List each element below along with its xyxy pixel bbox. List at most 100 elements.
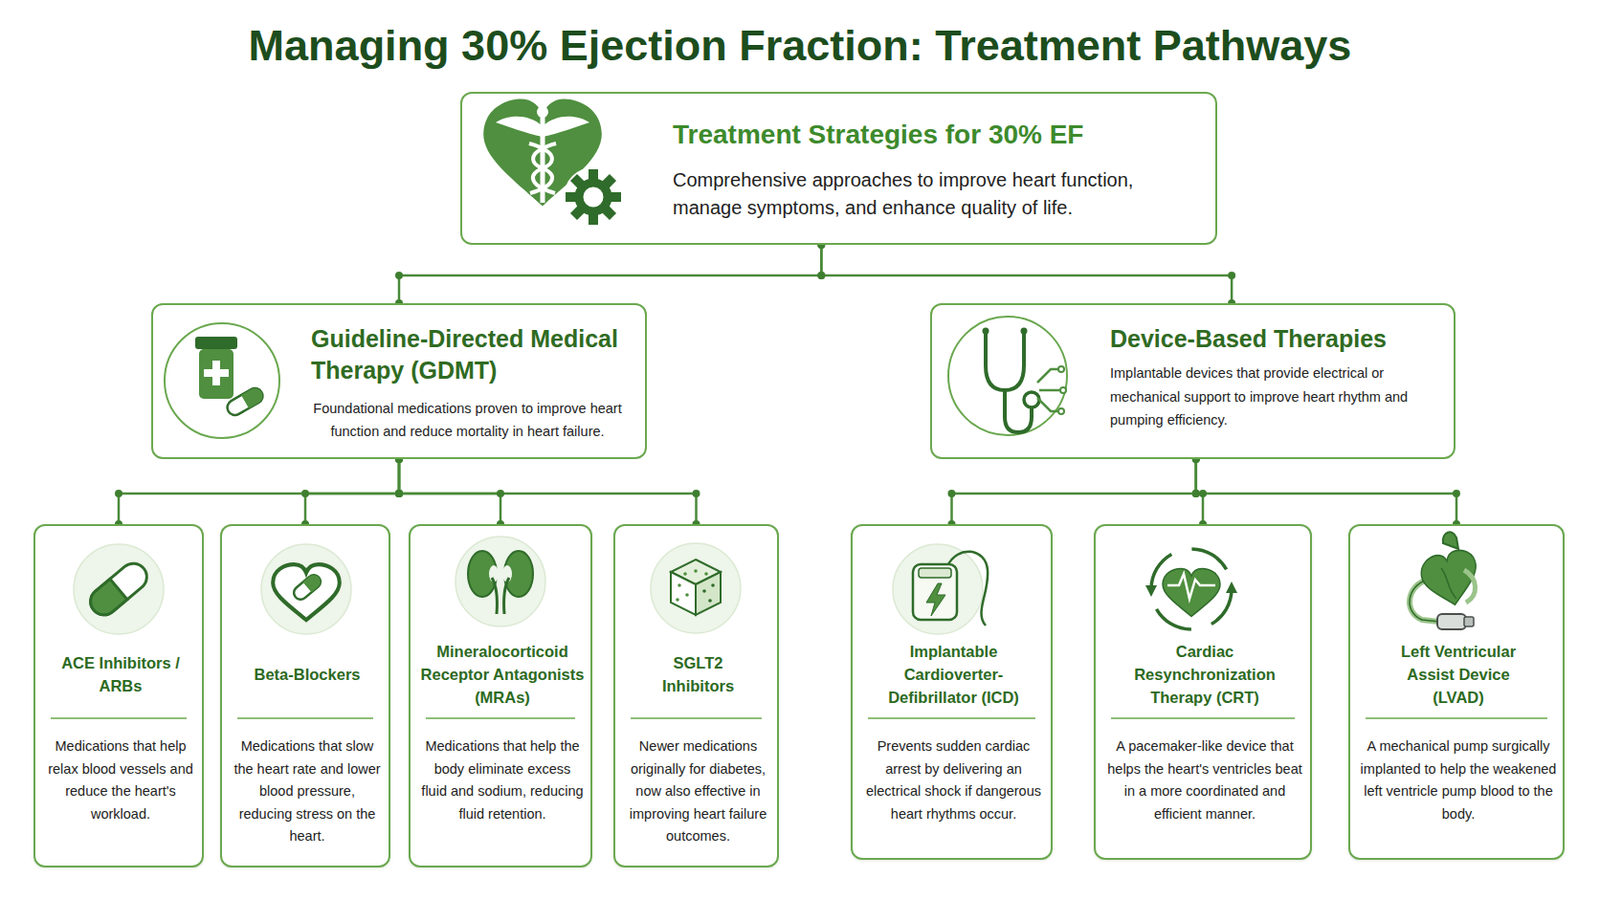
device-body [912,564,957,621]
pump-outlet [1464,617,1474,627]
node-description: Implantable devices that provide electri… [1110,361,1445,433]
capsule-outline [290,572,324,602]
cycle-arrow [1151,549,1232,630]
snake-line [529,143,556,194]
cube-dot [708,599,712,603]
stethoscope-tube [985,333,1024,391]
gear-tooth [607,192,622,202]
cycle-arrowhead [1225,581,1238,594]
capsule-shape [85,557,153,621]
cube-icon [650,543,741,634]
cube-face [670,559,721,585]
capsule-half [241,385,266,409]
treatment-card: Beta-BlockersMedications that slow the h… [220,524,391,868]
heart-outline [272,564,340,621]
junction-dot [1192,489,1200,498]
treatment-card: ACE Inhibitors / ARBsMedications that he… [33,524,204,868]
device-header [918,568,952,578]
cube-dot [675,598,680,602]
aorta-shape [1443,532,1459,550]
ear-tip [982,328,990,335]
icon-circle [73,544,164,635]
heart-pill-icon [261,544,352,635]
ureter-line [491,577,510,615]
gear-tooth [600,174,617,191]
node-heading: Beta-Blockers [233,637,381,712]
tree-connector [399,459,697,525]
junction-dot [301,489,310,498]
gear-ring [578,182,608,212]
stethoscope-icon [948,316,1067,436]
divider-line [1365,717,1548,720]
tree-connector [1196,459,1457,525]
node-heading: ACE Inhibitors / ARBs [46,637,195,712]
icon-circle [261,544,352,635]
junction-dot [395,489,403,498]
icon-circle [455,536,546,627]
cube-face [695,572,721,616]
heart-shape [1162,569,1221,618]
cube-dot [711,583,715,588]
junction-dot [1199,489,1207,498]
node-heading: Treatment Strategies for 30% EF [672,117,1190,153]
node-description: Medications that help relax blood vessel… [44,735,197,826]
gear-tooth [600,203,617,221]
tree-connector [305,459,400,525]
capsule-half [303,572,324,593]
bottle-body [199,349,234,400]
tree-connector [399,459,501,525]
node-heading: Left Ventricular Assist Device (LVAD) [1381,637,1535,712]
icon-circle [892,544,983,635]
snake-line [530,143,556,194]
capsule-outline [224,385,267,419]
junction-dot [395,271,403,280]
bottle-cap [195,336,238,350]
gear-tooth [570,203,587,221]
junction-dot [817,271,825,280]
kidney-shape [467,551,497,598]
gear-tooth [588,211,599,225]
capsule-shape [224,385,267,419]
treatment-card: Cardiac Resynchronization Therapy (CRT) A… [1093,524,1312,861]
pump-tube [1464,570,1476,603]
divider-line [630,717,762,720]
cube-face [670,572,696,616]
divider-line [867,717,1036,720]
capsule-half [85,578,128,621]
kidney-shape [504,551,534,598]
treatment-card: SGLT2 InhibitorsNewer medications origin… [613,524,779,868]
kidneys-icon [455,536,546,627]
node-description: Medications that slow the heart rate and… [231,735,383,849]
resync-heart-icon [1145,549,1238,630]
gear-icon [563,167,623,227]
node-description: A pacemaker-like device that helps the h… [1105,735,1305,826]
node-heading: Cardiac Resynchronization Therapy (CRT) [1107,637,1303,712]
junction-dot [395,489,403,498]
circuit-dot [1058,408,1065,415]
cube-dot [702,589,707,594]
junction-dot [395,489,403,498]
cross-bar [203,369,229,378]
node-description: Prevents sudden cardiac arrest by delive… [862,735,1045,826]
category-box: Guideline-Directed Medical Therapy (GDMT… [151,303,647,460]
circuit-dot [1060,387,1067,394]
cube-dot [683,572,688,577]
capsule-outline [85,557,153,621]
junction-dot [1227,271,1236,280]
node-heading: Implantable Cardioverter-Defibrillator (… [864,637,1044,712]
category-box: Device-Based TherapiesImplantable device… [930,303,1456,460]
lvad-icon [1409,532,1483,630]
heart-shape [483,98,602,206]
junction-dot [496,489,505,498]
icon-circle [164,323,280,439]
wing-shape [542,116,590,137]
node-description: A mechanical pump surgically implanted t… [1359,735,1557,826]
icon-circle [650,543,741,634]
node-description: Medications that help the body eliminate… [420,735,585,826]
divider-line [425,717,576,720]
junction-dot [817,271,825,280]
cube-dot [693,569,698,574]
staff-ball [536,106,549,118]
node-heading: SGLT2 Inhibitors [644,637,753,712]
